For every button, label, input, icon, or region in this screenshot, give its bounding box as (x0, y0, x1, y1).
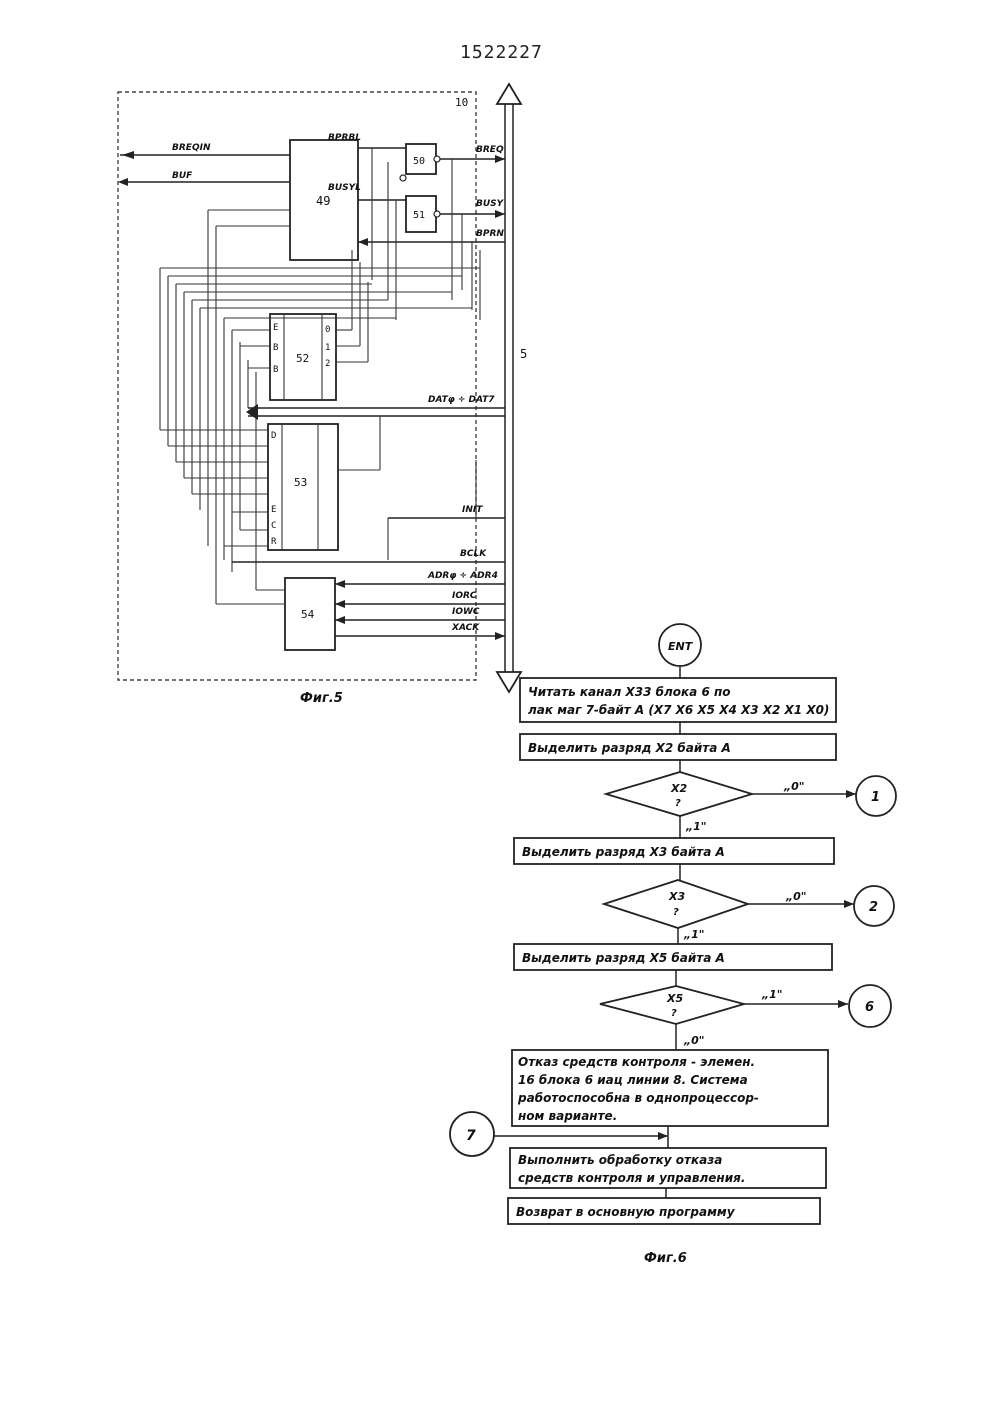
flow-decision-x2-no: „1" (685, 820, 706, 833)
flow-connector-7-label: 7 (466, 1128, 476, 1144)
signal-iorc: IORC (452, 591, 477, 601)
block-53-pin-e: E (271, 505, 276, 515)
signal-breq: BREQ (476, 145, 504, 155)
block-53-pin-r: R (271, 537, 277, 547)
flow-step-x3-text: Выделить разряд X3 байта А (522, 845, 725, 859)
fig5-caption: Фиг.5 (300, 691, 343, 706)
flow-decision-x3-no: „1" (683, 928, 704, 941)
flow-step-return-text: Возврат в основную программу (516, 1205, 736, 1219)
flow-step-read-line2: лак маг 7-байт А (X7 X6 X5 X4 X3 X2 X1 X… (528, 703, 829, 717)
flow-decision-x3-sub: ? (673, 907, 679, 918)
block-54-label: 54 (301, 608, 315, 621)
block-52-out-1: 1 (325, 343, 330, 353)
block-52-label: 52 (296, 352, 309, 365)
signal-iowc: IOWC (452, 607, 480, 617)
flow-step-x5-text: Выделить разряд X5 байта А (522, 951, 725, 965)
signal-busy: BUSY (476, 199, 505, 209)
fig5-frame-label: 10 (455, 96, 468, 109)
block-52-pin-b2: B (273, 365, 278, 375)
flow-decision-x5-label: X5 (666, 992, 683, 1005)
signal-bprn: BPRN (476, 229, 504, 239)
signal-dat: DATφ ÷ DAT7 (428, 395, 495, 405)
system-bus (497, 84, 521, 692)
block-51-label: 51 (413, 210, 425, 221)
block-49-label: 49 (316, 194, 330, 208)
flow-decision-x3 (604, 880, 748, 928)
block-52-out-0: 0 (325, 325, 330, 335)
bus-label: 5 (520, 347, 527, 361)
block-53-label: 53 (294, 476, 307, 489)
flow-decision-x3-yes: „0" (785, 890, 806, 903)
block-53-pin-c: C (271, 521, 276, 531)
fig5-diagram: 10 5 49 50 51 52 E B B 0 1 2 (118, 84, 527, 692)
flow-step-failure-line2: 16 блока 6 иац линии 8. Система (518, 1073, 748, 1087)
flow-start-label: ENT (668, 640, 694, 653)
flow-step-handle-line1: Выполнить обработку отказа (518, 1153, 722, 1167)
block-52-pin-b1: B (273, 343, 278, 353)
signal-bclk: BCLK (460, 549, 487, 559)
block-53-pin-d: D (271, 431, 276, 441)
signal-buf: BUF (172, 171, 193, 181)
fig6-flowchart: ENT Читать канал X33 блока 6 по лак маг … (450, 624, 896, 1224)
flow-step-x2-text: Выделить разряд X2 байта А (528, 741, 731, 755)
flow-step-read-line1: Читать канал X33 блока 6 по (528, 685, 731, 699)
signal-bprbl: BPRBL (328, 133, 361, 143)
flow-connector-1-label: 1 (871, 790, 880, 805)
flow-step-handle-line2: средств контроля и управления. (518, 1171, 745, 1185)
block-52-out-2: 2 (325, 359, 330, 369)
flow-step-failure-line4: ном варианте. (518, 1109, 617, 1123)
flow-connector-2-label: 2 (869, 900, 878, 915)
flow-decision-x2-yes: „0" (783, 780, 804, 793)
block-50-label: 50 (413, 156, 425, 167)
signal-xack: XACK (451, 623, 480, 633)
block-52-pin-e: E (273, 323, 278, 333)
signal-adr: ADRφ ÷ ADR4 (427, 571, 498, 581)
flow-connector-6-label: 6 (865, 1000, 874, 1015)
flow-decision-x3-label: X3 (668, 890, 685, 903)
signal-busyl: BUSYL (328, 183, 361, 193)
flow-step-failure-line1: Отказ средств контроля - элемен. (518, 1055, 755, 1069)
flow-decision-x5-sub: ? (671, 1008, 677, 1019)
signal-breqin: BREQIN (172, 143, 211, 153)
flow-decision-x2-label: X2 (670, 782, 687, 795)
flow-decision-x2-sub: ? (675, 798, 681, 809)
flow-step-failure-line3: работоспособна в однопроцессор- (517, 1091, 759, 1105)
signal-init: INIT (462, 505, 483, 515)
flow-decision-x5-yes: „1" (761, 988, 782, 1001)
fig6-caption: Фиг.6 (644, 1251, 687, 1266)
flow-decision-x5-no: „0" (683, 1034, 704, 1047)
